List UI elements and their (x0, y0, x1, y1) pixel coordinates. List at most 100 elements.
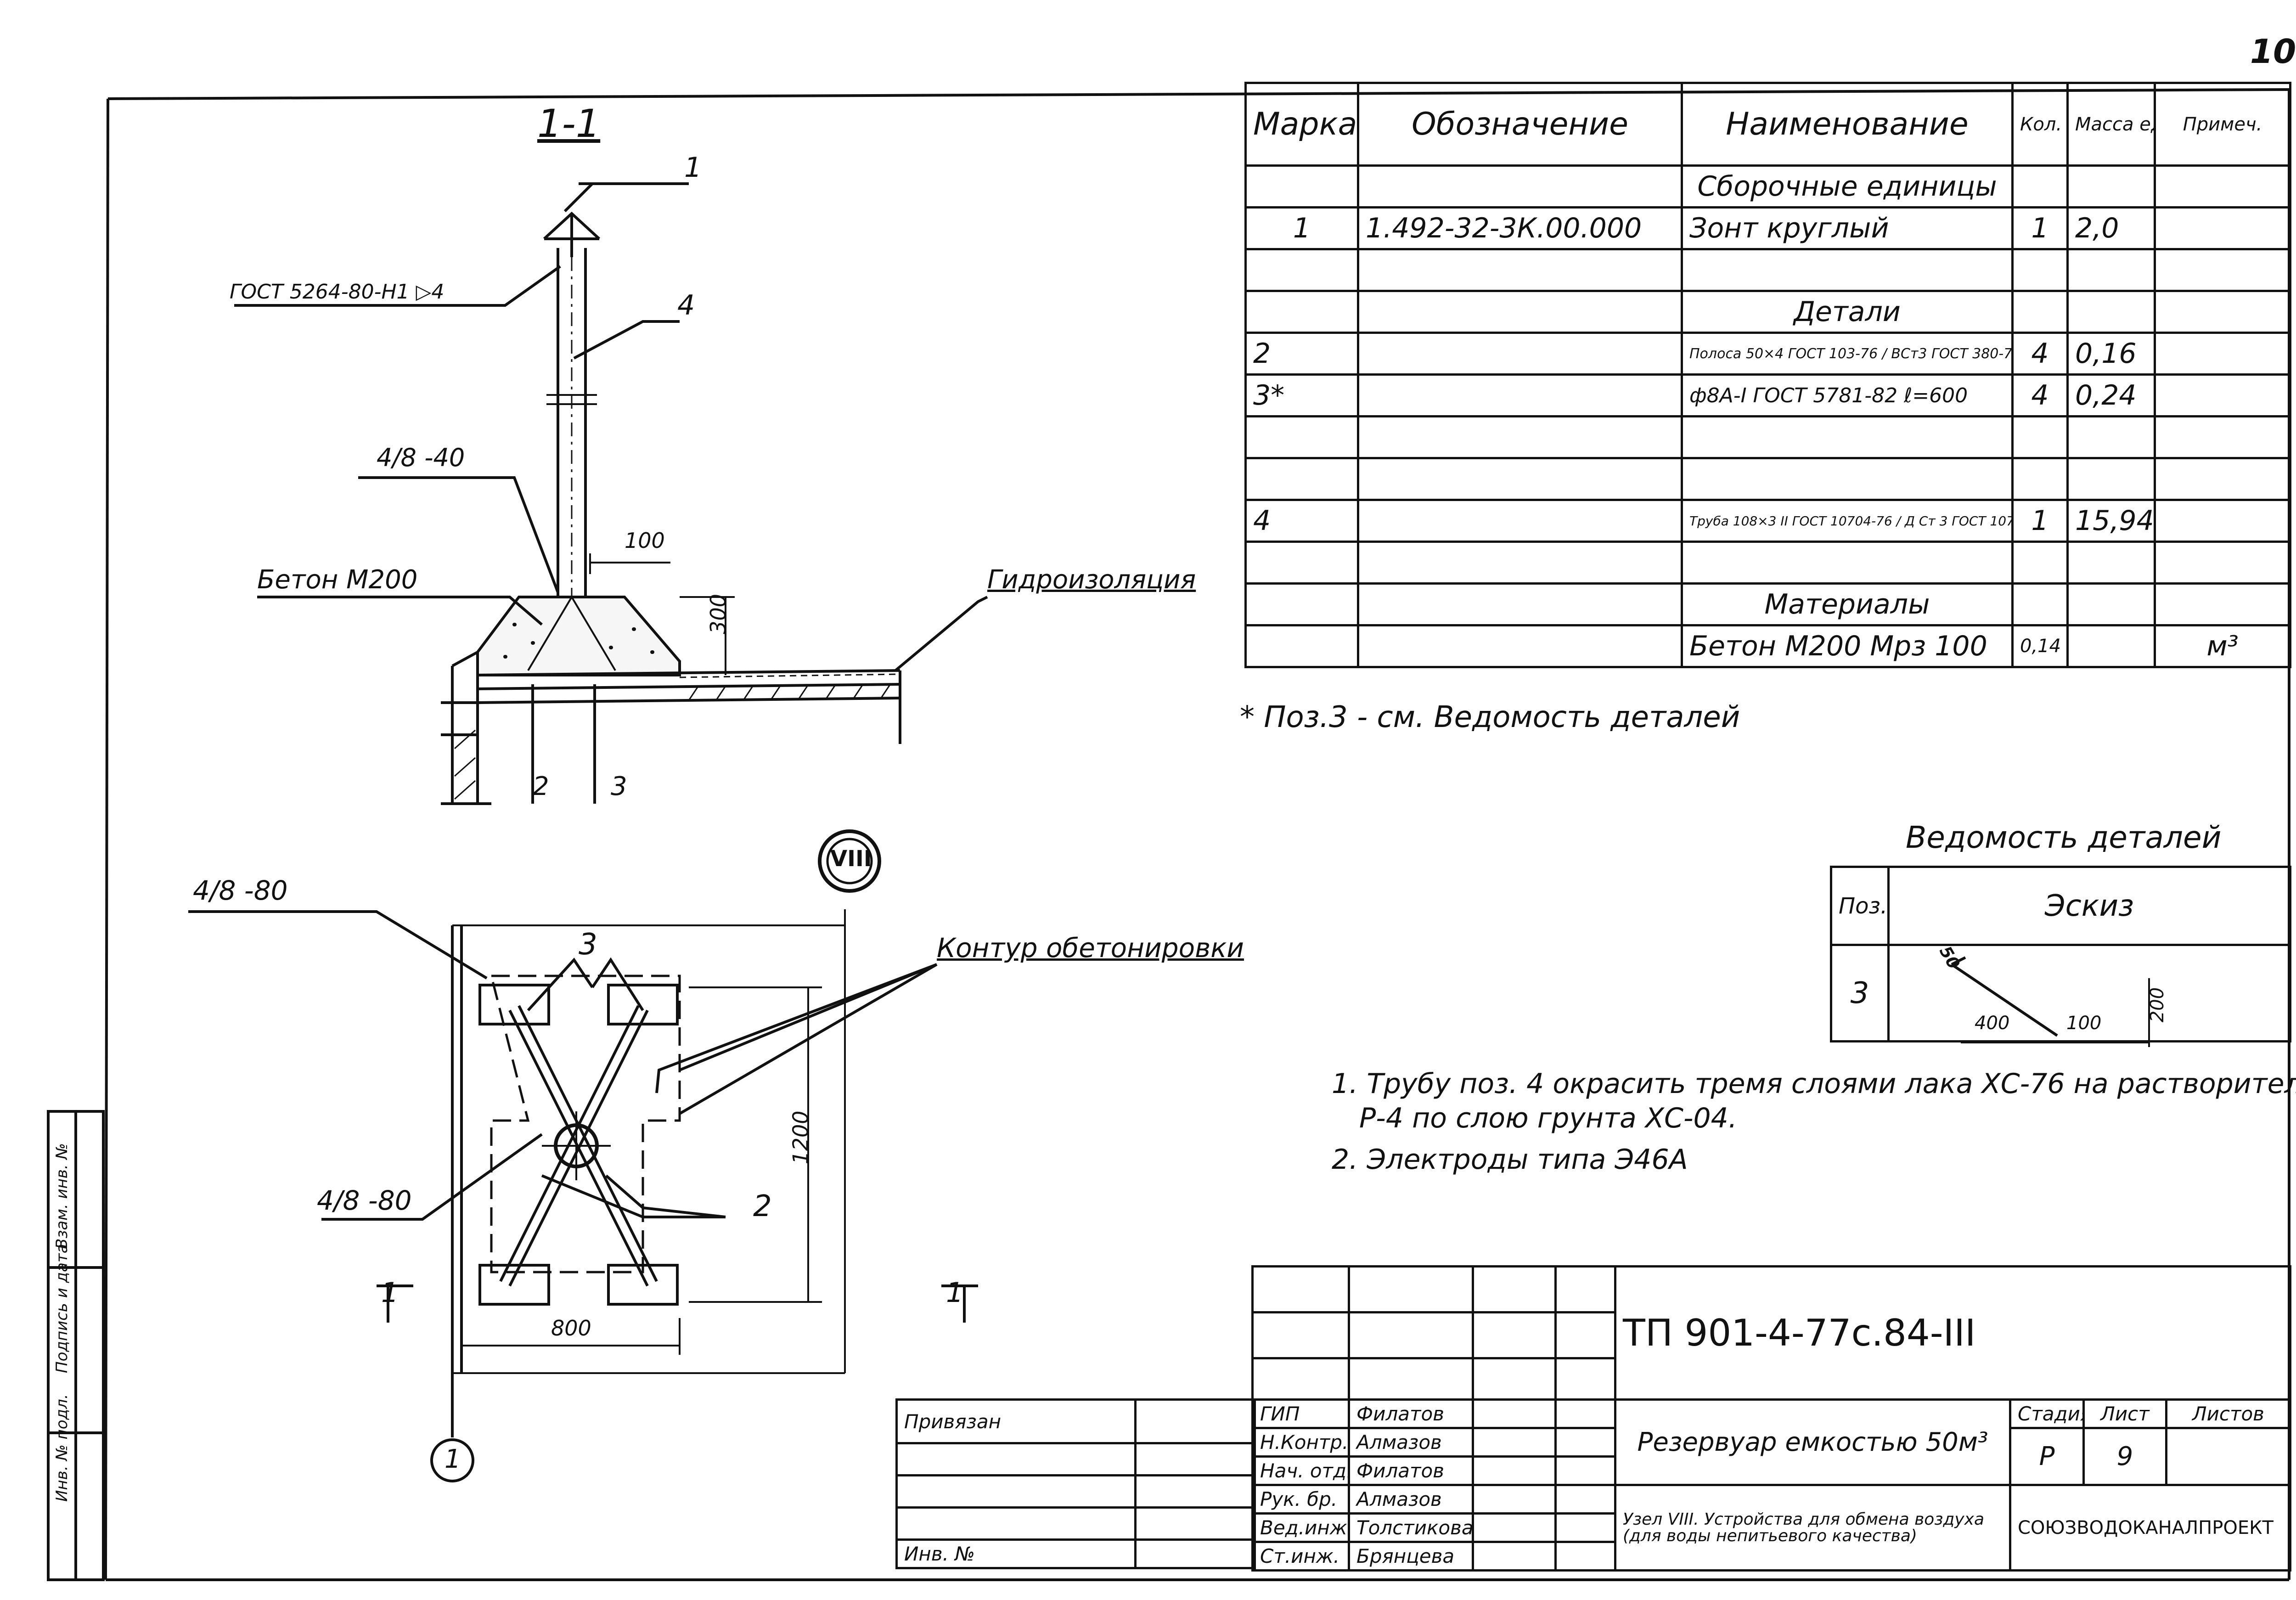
sheets-label: Листов (2165, 1398, 2291, 1429)
cell (2066, 624, 2156, 668)
cell (2154, 373, 2291, 417)
cell (895, 1506, 1137, 1541)
details-col-pos: Поз. (1830, 866, 1890, 946)
cell: 0,16 (2066, 332, 2156, 376)
dim-1200: 1200 (788, 1110, 813, 1165)
cut-left-label: 1 (381, 1277, 399, 1309)
note-1: 1. Трубу поз. 4 окрасить тремя слоями ла… (1332, 1068, 2296, 1100)
cell (1554, 1357, 1616, 1401)
sheet-label: Лист (2082, 1398, 2167, 1429)
cell (1554, 1427, 1616, 1458)
signature-cell (1472, 1484, 1557, 1515)
details-sketch-cell (1887, 944, 2291, 1042)
cell (2066, 290, 2156, 334)
cell: Бетон М200 Мрз 100 (1681, 624, 2014, 668)
side-stamp-box (47, 1110, 105, 1581)
weld-40-label: 4/8 -40 (377, 443, 465, 472)
pos3-label: 3 (611, 772, 627, 801)
hdr-designation: Обозначение (1357, 82, 1683, 167)
name-cell: Филатов (1348, 1398, 1474, 1429)
cell (1357, 332, 1683, 376)
specification-table: Марка. поз Обозначение Наименование Кол.… (1244, 82, 2291, 668)
cell (1472, 1311, 1557, 1359)
cell (2154, 541, 2291, 585)
table-row: Сборочные единицы (1244, 164, 2291, 208)
name-cell: Алмазов (1348, 1484, 1474, 1515)
hdr-mark: Марка. поз (1244, 82, 1359, 167)
cell (1554, 1398, 1616, 1429)
cell (2154, 415, 2291, 459)
hdr-qty: Кол. (2011, 82, 2069, 167)
dim-300: 300 (705, 594, 731, 634)
cell (2011, 582, 2069, 626)
hdr-mass: Масса ед.кг (2066, 82, 2156, 167)
cell (1348, 1357, 1474, 1401)
cell (2154, 499, 2291, 543)
role-nach-otd: Нач. отд. (1251, 1455, 1350, 1486)
name-cell: Толстикова (1348, 1512, 1474, 1543)
node-viii-mark: VIII (830, 846, 872, 872)
details-row-pos: 3 (1830, 944, 1890, 1042)
cell (1134, 1474, 1256, 1509)
stamp-inv-podl: Инв. № подл. (53, 1394, 71, 1502)
cell (1244, 248, 1359, 292)
role-st-inzh: Ст.инж. (1251, 1541, 1350, 1572)
stage-value: Р (2009, 1427, 2085, 1486)
dim-100: 100 (625, 528, 665, 553)
role-nkontr: Н.Контр. (1251, 1427, 1350, 1458)
hdr-name: Наименование (1681, 82, 2014, 167)
cell (1357, 624, 1683, 668)
cell (2066, 582, 2156, 626)
cell (1681, 248, 2014, 292)
concrete-label: Бетон М200 (257, 565, 418, 595)
cell: Труба 108×3 II ГОСТ 10704-76 / Д Ст 3 ГО… (1681, 499, 2014, 543)
role-ved-inzh: Вед.инж. (1251, 1512, 1350, 1543)
signature-cell (1472, 1541, 1557, 1572)
cell: 1 (1244, 206, 1359, 250)
role-ruk-br: Рук. бр. (1251, 1484, 1350, 1515)
cell: 4 (1244, 499, 1359, 543)
leader-waterproof (895, 596, 988, 672)
cell (1554, 1265, 1616, 1313)
sketch-dim-100: 100 (2066, 1013, 2102, 1034)
pos2-label: 2 (533, 772, 549, 801)
cell (1681, 457, 2014, 501)
cell (1554, 1484, 1616, 1515)
leader-weld-top (188, 910, 488, 980)
sketch-dim-400: 400 (1975, 1013, 2010, 1034)
cell (1472, 1265, 1557, 1313)
cell (1244, 457, 1359, 501)
leader-pos3-plan (527, 958, 594, 1012)
weld-80-top-label: 4/8 -80 (193, 875, 288, 906)
pos2-plan-label: 2 (753, 1189, 772, 1223)
stage-label: Стадия (2009, 1398, 2085, 1429)
cell (1348, 1311, 1474, 1359)
details-title: Ведомость деталей (1906, 820, 2222, 855)
cell (1244, 415, 1359, 459)
table-row (1244, 415, 2291, 459)
cell (2154, 582, 2291, 626)
details-table: Поз. Эскиз 3 (1830, 866, 2291, 1042)
note-2: 2. Электроды типа Э46А (1332, 1144, 1688, 1176)
name-cell: Алмазов (1348, 1427, 1474, 1458)
leader-pos1 (563, 182, 689, 213)
cell (1357, 582, 1683, 626)
contour-label: Контур обетонировки (937, 932, 1244, 963)
sheet-title: Узел VIII. Устройства для обмена воздуха… (1614, 1484, 2011, 1572)
frame-left (104, 98, 109, 1580)
role-gip: ГИП (1251, 1398, 1350, 1429)
privyazan-label: Привязан (895, 1398, 1137, 1444)
cell (1554, 1311, 1616, 1359)
cell (1348, 1265, 1474, 1313)
cell (2011, 248, 2069, 292)
cell (1357, 499, 1683, 543)
hdr-note: Примеч. (2154, 82, 2291, 167)
cell (2066, 415, 2156, 459)
cell: 2 (1244, 332, 1359, 376)
cell (1357, 164, 1683, 208)
cell: 2,0 (2066, 206, 2156, 250)
details-col-sketch: Эскиз (1887, 866, 2291, 946)
